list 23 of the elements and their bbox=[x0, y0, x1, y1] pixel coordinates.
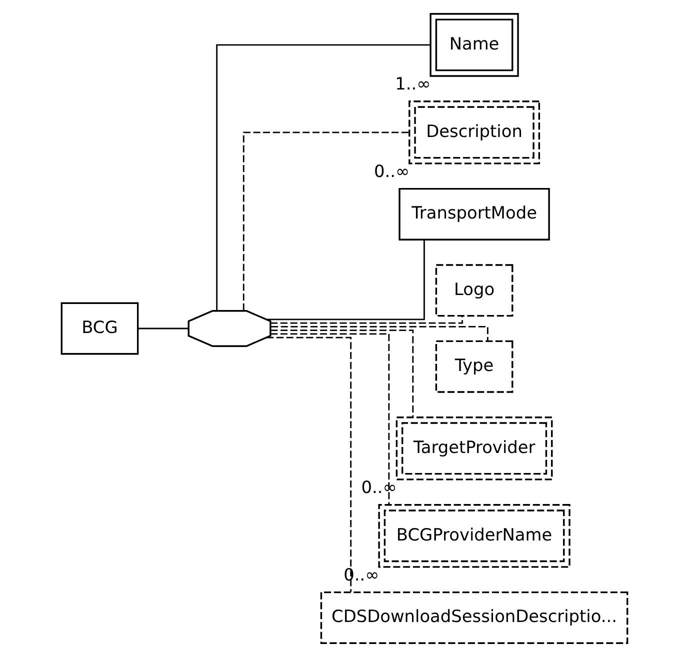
connector bbox=[266, 336, 352, 592]
connector bbox=[242, 132, 408, 310]
connector bbox=[270, 330, 414, 417]
connector bbox=[137, 328, 188, 330]
node-label: 0..∞ bbox=[343, 564, 379, 584]
node-label: 1..∞ bbox=[394, 74, 430, 94]
node-box: Type bbox=[434, 340, 513, 393]
connector bbox=[270, 333, 390, 505]
node-box: BCGProviderName bbox=[378, 504, 570, 568]
node-label: 0..∞ bbox=[360, 476, 396, 497]
connector bbox=[270, 326, 488, 342]
node-box: BCG bbox=[60, 302, 138, 355]
node-box: TargetProvider bbox=[395, 416, 552, 480]
connector bbox=[216, 44, 430, 311]
node-box: Description bbox=[408, 100, 540, 164]
node-box: CDSDownloadSessionDescriptio... bbox=[320, 591, 628, 644]
node-box: Logo bbox=[434, 264, 513, 317]
connector bbox=[270, 316, 462, 324]
node-label: 0..∞ bbox=[373, 160, 410, 181]
node-box: Name bbox=[429, 13, 518, 77]
node-octagon bbox=[187, 310, 271, 347]
connector bbox=[266, 240, 424, 320]
node-box: TransportMode bbox=[398, 188, 550, 240]
